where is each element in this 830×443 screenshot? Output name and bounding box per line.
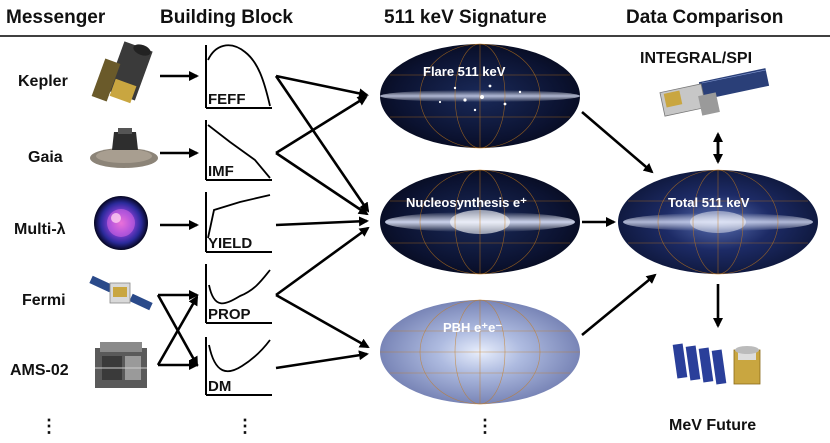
skymap-pbh: PBH e⁺e⁻ xyxy=(380,299,580,405)
block-dm: DM xyxy=(205,337,272,396)
integral-label: INTEGRAL/SPI xyxy=(640,50,752,67)
block-yield: YIELD xyxy=(205,192,272,253)
messenger-kepler: Kepler xyxy=(18,73,68,90)
skymap-flare: Flare 511 keV xyxy=(380,43,580,149)
gaia-spacecraft-icon xyxy=(90,128,158,168)
header-comparison: Data Comparison xyxy=(626,7,783,28)
messenger-multi-lambda: Multi-λ xyxy=(14,221,66,238)
block-label-feff: FEFF xyxy=(208,91,246,108)
skymap-label-pbh: PBH e⁺e⁻ xyxy=(443,320,502,335)
arrow-imf-nucleo xyxy=(275,151,369,216)
arrow-prop-pbh xyxy=(275,293,370,349)
arrow-flare-total xyxy=(581,111,654,174)
arrow-yield-nucleo xyxy=(275,216,369,227)
block-prop: PROP xyxy=(205,264,272,324)
block-imf: IMF xyxy=(205,120,272,181)
integral-satellite-icon xyxy=(659,68,770,117)
arrow-feff-nucleo xyxy=(274,75,370,213)
arrow-pbh-total xyxy=(581,273,657,337)
header-signature: 511 keV Signature xyxy=(384,7,547,28)
arrow-prop-nucleo xyxy=(275,226,370,297)
arrow-dm-pbh xyxy=(275,350,369,370)
skymap-nucleosynthesis: Nucleosynthesis e⁺ xyxy=(380,169,580,275)
messenger-fermi: Fermi xyxy=(22,292,66,309)
fermi-satellite-icon xyxy=(89,275,153,311)
mev-future-instrument-icon xyxy=(672,343,761,385)
header-building-block: Building Block xyxy=(160,7,293,28)
messenger-gaia: Gaia xyxy=(28,149,63,166)
nebula-image-icon xyxy=(94,196,148,250)
skymap-label-total: Total 511 keV xyxy=(668,195,750,210)
block-feff: FEFF xyxy=(205,44,272,109)
kepler-telescope-icon xyxy=(91,41,153,104)
block-label-dm: DM xyxy=(208,378,231,395)
ams02-detector-icon xyxy=(95,342,147,388)
messenger-ellipsis: ⋮ xyxy=(40,416,58,436)
skymap-label-nucleosynthesis: Nucleosynthesis e⁺ xyxy=(406,195,527,210)
block-label-prop: PROP xyxy=(208,306,251,323)
arrow-imf-flare xyxy=(275,95,368,155)
arrow-feff-flare xyxy=(275,74,369,99)
skymap-total: Total 511 keV xyxy=(618,169,818,275)
header-messenger: Messenger xyxy=(6,7,106,28)
block-label-imf: IMF xyxy=(208,163,234,180)
messenger-ams02: AMS-02 xyxy=(10,362,69,379)
block-label-yield: YIELD xyxy=(208,235,252,252)
mev-future-label: MeV Future xyxy=(669,417,756,434)
skymap-ellipsis: ⋮ xyxy=(476,416,494,436)
block-ellipsis: ⋮ xyxy=(236,416,254,436)
skymap-label-flare: Flare 511 keV xyxy=(423,64,506,79)
arrow-ams02-prop xyxy=(156,295,199,366)
